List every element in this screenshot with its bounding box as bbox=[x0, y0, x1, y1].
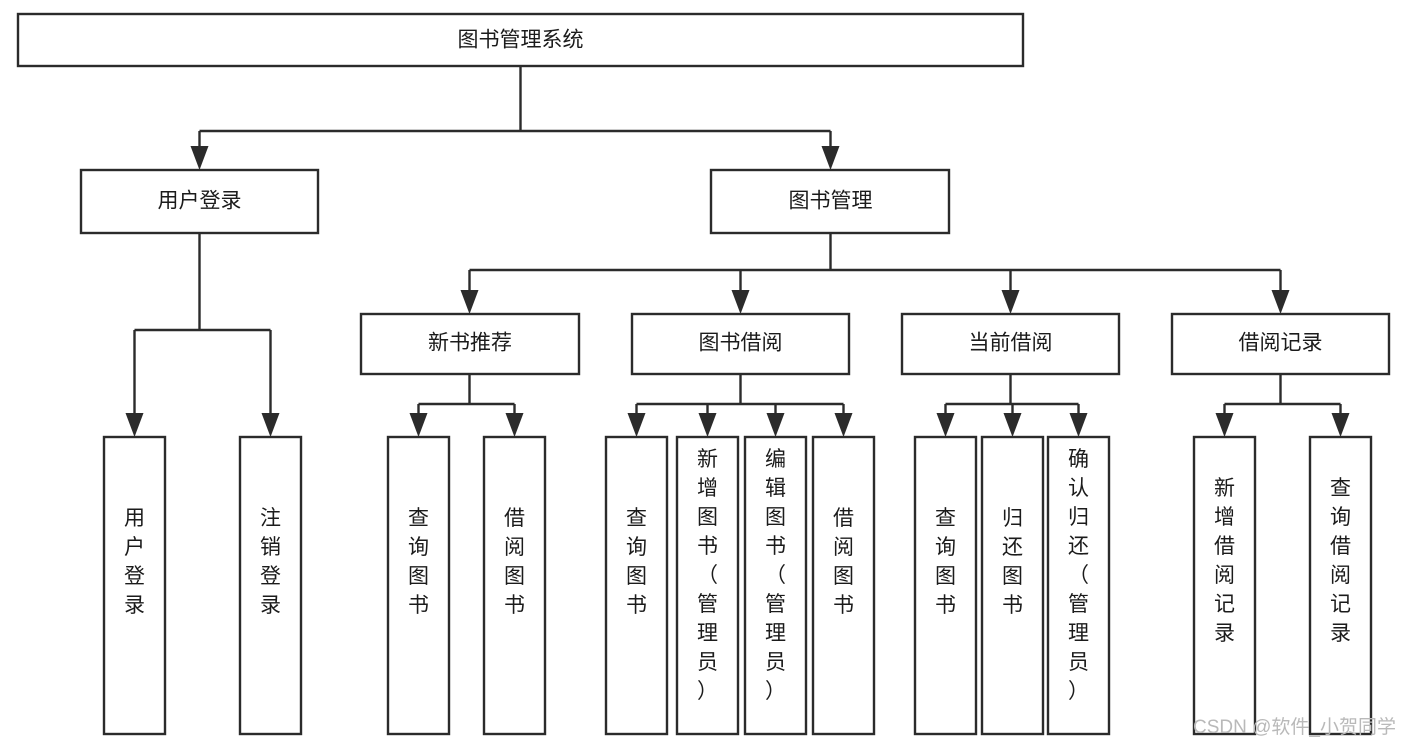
node-leaf-edit-book[interactable]: 编辑图书（管理员） bbox=[743, 435, 808, 736]
node-leaf-confirm-return-label: 确认归还（管理员） bbox=[1068, 448, 1089, 703]
node-book-manage-box[interactable] bbox=[709, 168, 951, 235]
node-current-borrow-label: 当前借阅 bbox=[969, 332, 1053, 355]
node-leaf-query-book-2-box[interactable] bbox=[604, 435, 669, 736]
node-leaf-return-book-label: 归还图书 bbox=[1002, 507, 1023, 617]
node-borrow-record-label: 借阅记录 bbox=[1239, 332, 1323, 355]
node-leaf-query-record-label: 查询借阅记录 bbox=[1330, 477, 1351, 645]
arrow-head-leaf-user-login bbox=[125, 413, 144, 437]
node-leaf-add-record[interactable]: 新增借阅记录 bbox=[1192, 435, 1257, 736]
node-book-borrow-label: 图书借阅 bbox=[699, 332, 783, 355]
node-leaf-borrow-book-1-label: 借阅图书 bbox=[504, 507, 525, 617]
node-leaf-borrow-book-2-label: 借阅图书 bbox=[833, 507, 854, 617]
node-leaf-user-login-label: 用户登录 bbox=[124, 507, 145, 617]
node-new-book-recommend-label: 新书推荐 bbox=[428, 332, 512, 355]
node-root[interactable]: 图书管理系统 bbox=[16, 12, 1025, 68]
node-current-borrow-box[interactable] bbox=[900, 312, 1121, 376]
node-book-manage-label: 图书管理 bbox=[789, 190, 873, 213]
node-leaf-user-login[interactable]: 用户登录 bbox=[102, 435, 167, 736]
node-leaf-query-book-2[interactable]: 查询图书 bbox=[604, 435, 669, 736]
node-leaf-borrow-book-1[interactable]: 借阅图书 bbox=[482, 435, 547, 736]
node-leaf-borrow-book-2[interactable]: 借阅图书 bbox=[811, 435, 876, 736]
node-leaf-user-logout-box[interactable] bbox=[238, 435, 303, 736]
arrow-head-borrow-record bbox=[1271, 290, 1290, 314]
node-leaf-edit-book-label: 编辑图书（管理员） bbox=[765, 448, 786, 703]
node-user-login[interactable]: 用户登录 bbox=[79, 168, 320, 235]
node-leaf-borrow-book-1-box[interactable] bbox=[482, 435, 547, 736]
node-root-box[interactable] bbox=[16, 12, 1025, 68]
node-leaf-add-book-box[interactable] bbox=[675, 435, 740, 736]
node-book-borrow[interactable]: 图书借阅 bbox=[630, 312, 851, 376]
node-leaf-query-book-3-box[interactable] bbox=[913, 435, 978, 736]
arrow-head-leaf-query-book-2 bbox=[627, 413, 646, 437]
node-leaf-query-book-3-label: 查询图书 bbox=[935, 507, 956, 617]
node-book-manage[interactable]: 图书管理 bbox=[709, 168, 951, 235]
arrow-head-book-manage bbox=[821, 146, 840, 170]
node-new-book-recommend[interactable]: 新书推荐 bbox=[359, 312, 581, 376]
node-leaf-query-book-1-box[interactable] bbox=[386, 435, 451, 736]
node-leaf-add-record-box[interactable] bbox=[1192, 435, 1257, 736]
arrow-head-leaf-return-book bbox=[1003, 413, 1022, 437]
node-book-borrow-box[interactable] bbox=[630, 312, 851, 376]
arrow-head-new-book-recommend bbox=[460, 290, 479, 314]
node-leaf-user-logout[interactable]: 注销登录 bbox=[238, 435, 303, 736]
node-user-login-box[interactable] bbox=[79, 168, 320, 235]
node-current-borrow[interactable]: 当前借阅 bbox=[900, 312, 1121, 376]
arrow-head-leaf-borrow-book-2 bbox=[834, 413, 853, 437]
arrow-head-leaf-add-record bbox=[1215, 413, 1234, 437]
csdn-watermark: CSDN @软件_小贺同学 bbox=[1193, 716, 1396, 738]
node-leaf-user-login-box[interactable] bbox=[102, 435, 167, 736]
node-leaf-confirm-return-box[interactable] bbox=[1046, 435, 1111, 736]
arrow-head-leaf-query-record bbox=[1331, 413, 1350, 437]
arrow-head-leaf-borrow-book-1 bbox=[505, 413, 524, 437]
arrow-head-leaf-user-logout bbox=[261, 413, 280, 437]
node-borrow-record-box[interactable] bbox=[1170, 312, 1391, 376]
arrow-head-book-borrow bbox=[731, 290, 750, 314]
node-leaf-return-book-box[interactable] bbox=[980, 435, 1045, 736]
arrow-head-leaf-query-book-1 bbox=[409, 413, 428, 437]
node-leaf-user-logout-label: 注销登录 bbox=[260, 507, 281, 617]
node-leaf-query-book-1[interactable]: 查询图书 bbox=[386, 435, 451, 736]
connector-layer bbox=[125, 66, 1350, 437]
node-leaf-add-record-label: 新增借阅记录 bbox=[1214, 477, 1235, 645]
node-root-label: 图书管理系统 bbox=[458, 29, 584, 52]
node-leaf-add-book[interactable]: 新增图书（管理员） bbox=[675, 435, 740, 736]
node-leaf-query-book-1-label: 查询图书 bbox=[408, 507, 429, 617]
node-leaf-borrow-book-2-box[interactable] bbox=[811, 435, 876, 736]
node-leaf-return-book[interactable]: 归还图书 bbox=[980, 435, 1045, 736]
node-leaf-query-record[interactable]: 查询借阅记录 bbox=[1308, 435, 1373, 736]
node-leaf-confirm-return[interactable]: 确认归还（管理员） bbox=[1046, 435, 1111, 736]
arrow-head-leaf-edit-book bbox=[766, 413, 785, 437]
arrow-head-leaf-confirm-return bbox=[1069, 413, 1088, 437]
arrow-head-leaf-query-book-3 bbox=[936, 413, 955, 437]
arrow-head-current-borrow bbox=[1001, 290, 1020, 314]
node-leaf-query-record-box[interactable] bbox=[1308, 435, 1373, 736]
arrow-head-user-login bbox=[190, 146, 209, 170]
node-new-book-recommend-box[interactable] bbox=[359, 312, 581, 376]
node-leaf-edit-book-box[interactable] bbox=[743, 435, 808, 736]
node-leaf-query-book-3[interactable]: 查询图书 bbox=[913, 435, 978, 736]
node-user-login-label: 用户登录 bbox=[158, 190, 242, 213]
node-leaf-query-book-2-label: 查询图书 bbox=[626, 507, 647, 617]
arrow-head-leaf-add-book bbox=[698, 413, 717, 437]
node-borrow-record[interactable]: 借阅记录 bbox=[1170, 312, 1391, 376]
node-leaf-add-book-label: 新增图书（管理员） bbox=[697, 448, 718, 703]
